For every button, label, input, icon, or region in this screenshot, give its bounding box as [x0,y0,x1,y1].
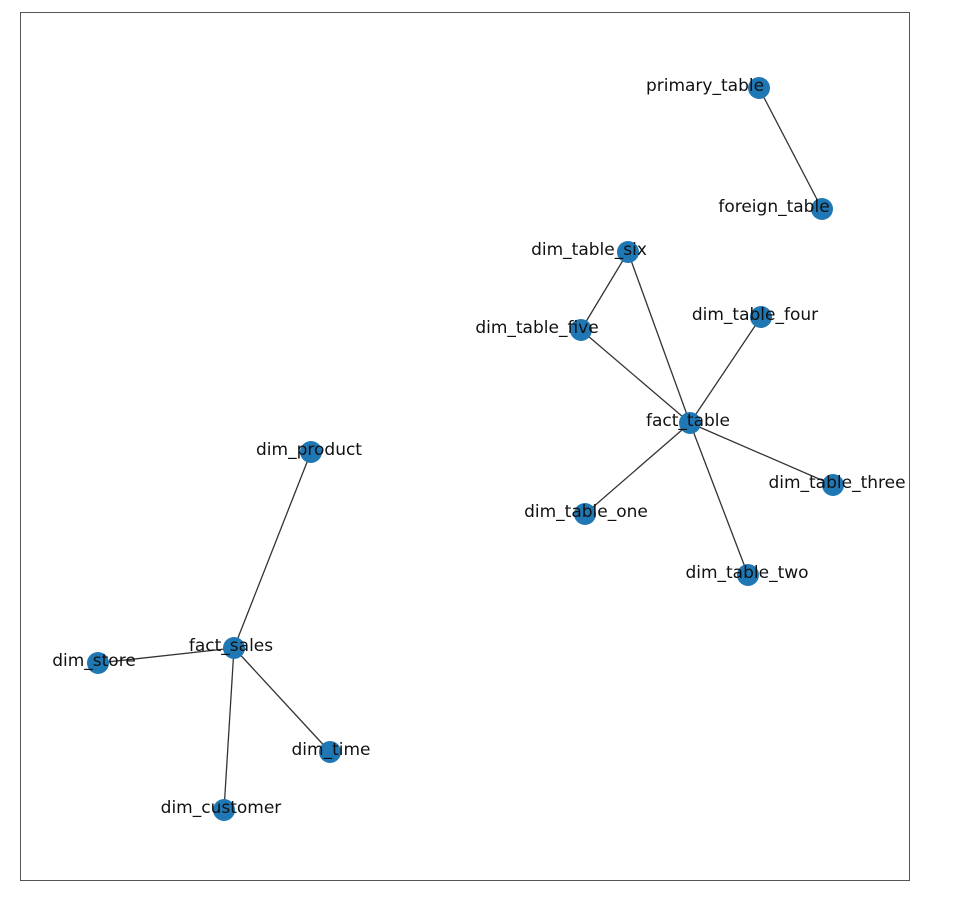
graph-node-dim_product[interactable] [300,441,322,463]
graph-node-dim_table_four[interactable] [750,306,772,328]
node-label-dim_customer: dim_customer [161,798,282,818]
graph-node-dim_customer[interactable] [213,799,235,821]
graph-edge [758,87,823,210]
graph-edge [97,647,235,664]
graph-node-fact_sales[interactable] [223,637,245,659]
node-label-dim_table_three: dim_table_three [768,473,905,493]
graph-edge [689,422,749,576]
graph-node-foreign_table[interactable] [811,198,833,220]
graph-edge [233,647,331,753]
graph-node-dim_table_six[interactable] [617,241,639,263]
graph-edge [689,316,762,424]
node-label-dim_table_four: dim_table_four [692,305,818,325]
node-label-dim_product: dim_product [256,440,362,460]
graph-node-dim_table_five[interactable] [570,319,592,341]
node-label-dim_table_two: dim_table_two [685,563,808,583]
graph-edge [580,251,629,331]
node-label-dim_time: dim_time [292,740,371,760]
graph-edge [627,251,691,424]
graph-node-dim_store[interactable] [87,652,109,674]
nodes-group[interactable] [87,77,844,821]
node-label-dim_table_one: dim_table_one [524,502,648,522]
node-label-primary_table: primary_table [646,76,764,96]
node-label-fact_table: fact_table [646,411,730,431]
graph-edge [584,422,691,515]
graph-edge [689,422,834,486]
node-label-dim_store: dim_store [52,651,136,671]
graph-node-dim_table_two[interactable] [737,564,759,586]
axes-frame [20,12,910,881]
node-labels-group: primary_table foreign_table dim_table_sixd… [52,76,905,818]
node-label-dim_table_six: dim_table_six [531,240,647,260]
node-label-fact_sales: fact_sales [189,636,273,656]
graph-edge [223,647,235,811]
node-label-dim_table_five: dim_table_five [475,318,598,338]
graph-edge [233,451,312,649]
graph-node-dim_time[interactable] [319,741,341,763]
graph-node-fact_table[interactable] [679,412,701,434]
graph-node-dim_table_three[interactable] [822,474,844,496]
node-label-foreign_table: foreign_table [718,197,829,217]
graph-node-dim_table_one[interactable] [574,503,596,525]
edges-group [97,87,834,811]
graph-node-primary_table[interactable] [748,77,770,99]
graph-edge [580,329,691,424]
